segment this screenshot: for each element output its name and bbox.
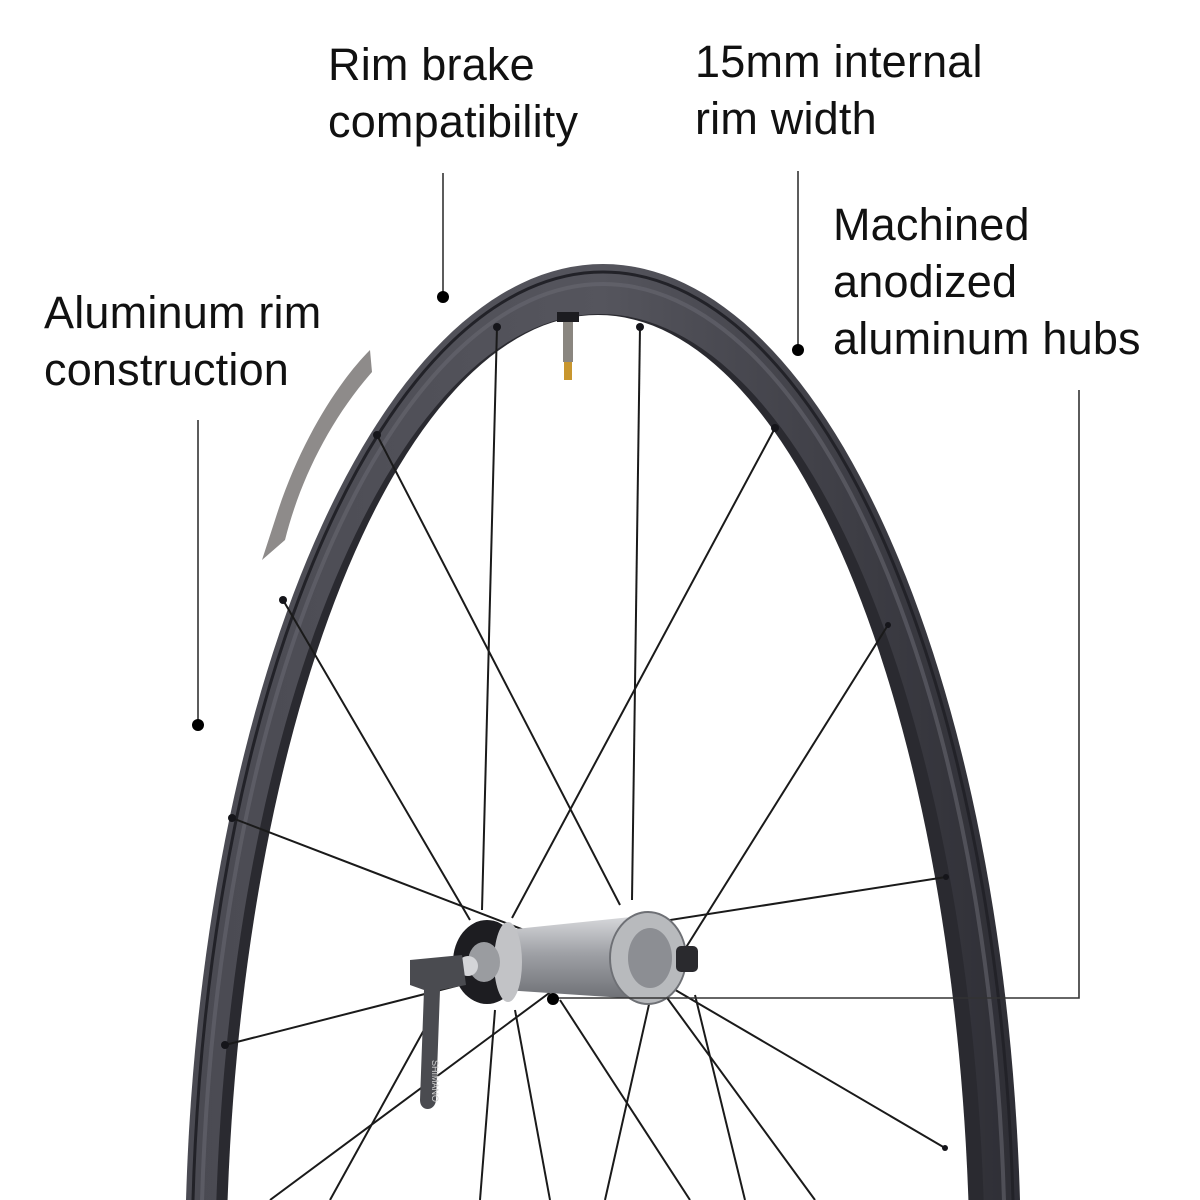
leader-hubs [553, 390, 1080, 999]
spoke-nipples [221, 323, 949, 1151]
valve-stem [557, 312, 579, 380]
hub: SHIMANO [410, 911, 698, 1109]
callout-internal-rim-width: 15mm internal rim width [695, 33, 983, 147]
leader-dots [192, 291, 804, 1005]
callout-hubs: Machined anodized aluminum hubs [833, 196, 1141, 367]
callout-line: rim width [695, 93, 877, 144]
callout-line: aluminum hubs [833, 313, 1141, 364]
callout-rim-construction: Aluminum rim construction [44, 284, 321, 398]
callout-line: construction [44, 344, 290, 395]
callout-line: Machined [833, 199, 1030, 250]
callout-line: compatibility [328, 96, 579, 147]
callout-rim-brake: Rim brake compatibility [328, 36, 578, 150]
callout-line: Rim brake [328, 39, 535, 90]
callout-line: 15mm internal [695, 36, 983, 87]
dot-rim-construction [192, 719, 204, 731]
dot-internal-width [792, 344, 804, 356]
callout-line: anodized [833, 256, 1018, 307]
rim [186, 264, 1020, 1200]
lever-brand-text: SHIMANO [430, 1060, 440, 1102]
dot-rim-brake [437, 291, 449, 303]
leader-lines [197, 171, 1080, 999]
callout-line: Aluminum rim [44, 287, 322, 338]
dot-hubs [547, 993, 559, 1005]
